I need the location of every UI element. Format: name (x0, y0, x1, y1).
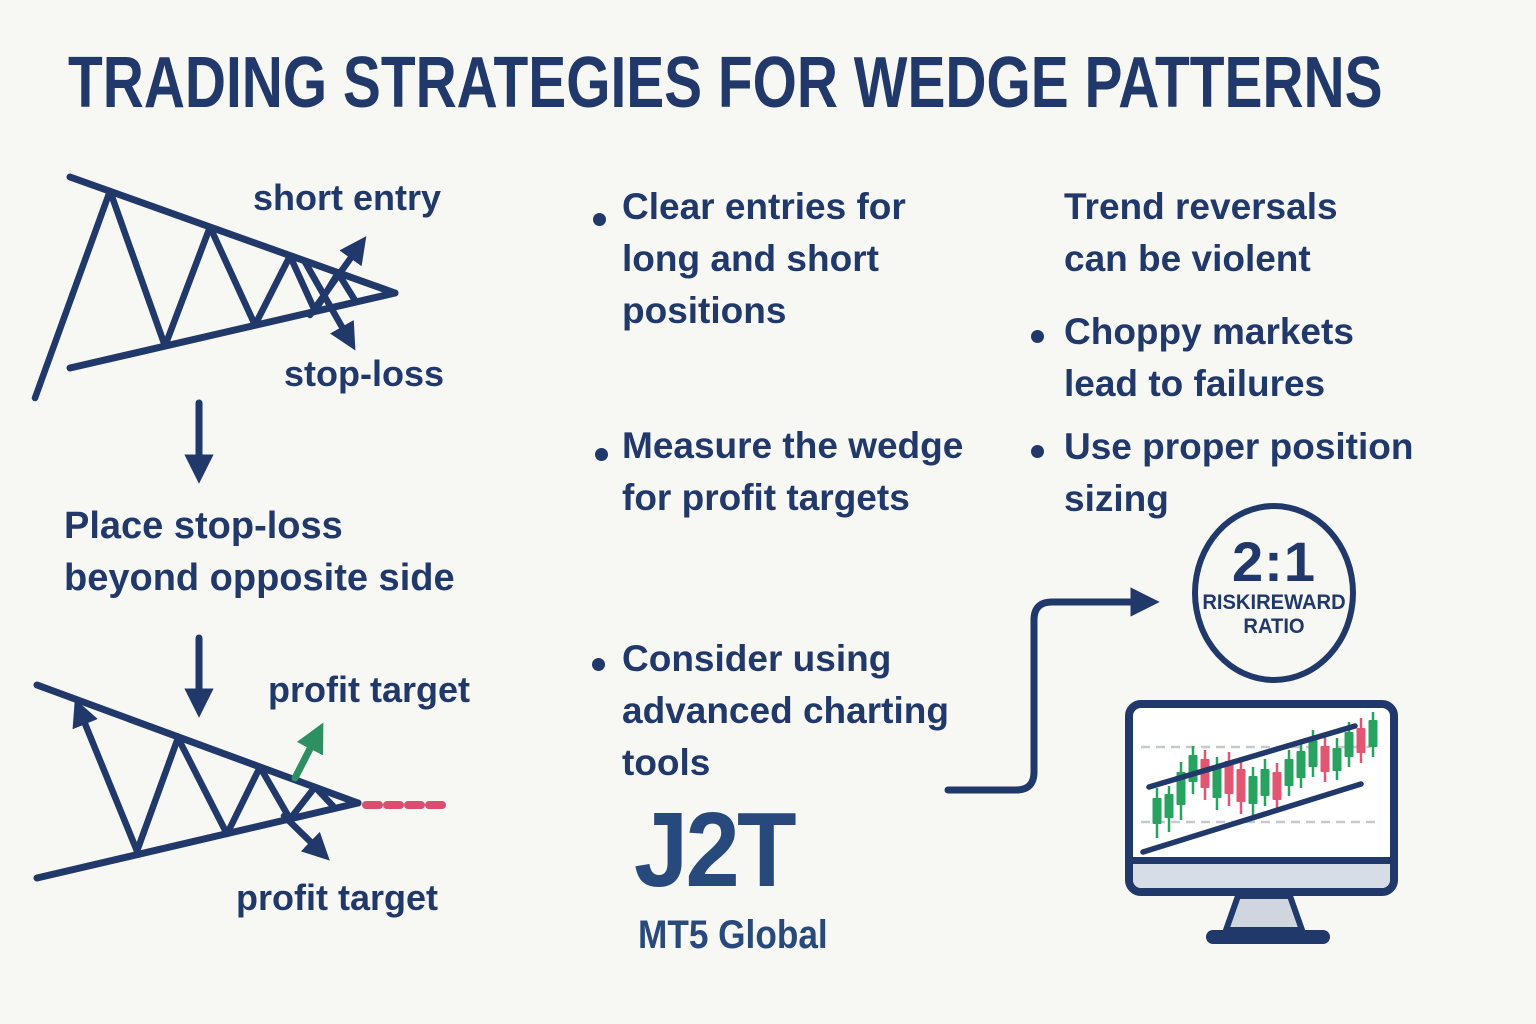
stop-loss-arrow (301, 258, 356, 351)
risk-reward-badge: 2:1 RISKIREWARD RATIO (1192, 503, 1356, 683)
item-choppy-markets: Choppy markets lead to failures (1064, 306, 1354, 410)
step-note-line1: Place stop-loss (64, 505, 343, 547)
profit-target-down-arrow (280, 812, 330, 861)
candle-body (1320, 746, 1330, 772)
candle-body (1260, 769, 1270, 796)
bullet-line: Clear entries for (622, 186, 906, 227)
step-note: Place stop-loss beyond opposite side (64, 500, 455, 604)
bullet-line: Measure the wedge (622, 425, 964, 466)
item-line: Choppy markets (1064, 311, 1354, 352)
wedge1-lower-trendline (66, 289, 399, 372)
stop-loss-label: stop-loss (284, 353, 445, 394)
bullet-dot (1031, 445, 1044, 458)
item-line: Use proper position (1064, 426, 1414, 467)
candle-body (1164, 794, 1174, 818)
item-line: can be violent (1064, 238, 1311, 279)
risk-reward-label-line2: RATIO (1243, 615, 1305, 638)
connector-arrow (944, 587, 1160, 794)
falling-wedge-short-diagram (31, 173, 399, 402)
bullet-line: long and short (622, 238, 879, 279)
candle-body (1152, 798, 1162, 824)
candle-body (1344, 732, 1354, 757)
candle-body (1356, 728, 1366, 753)
monitor-base (1206, 930, 1330, 944)
short-entry-arrow (306, 236, 367, 319)
bullet-line: tools (622, 742, 711, 783)
candle-body (1308, 740, 1318, 767)
bullet-dot (1031, 330, 1044, 343)
short-entry-label: short entry (253, 177, 442, 218)
candles-group (1152, 712, 1378, 838)
candle-body (1212, 767, 1222, 798)
profit-target-bottom-label: profit target (236, 877, 438, 918)
item-line: sizing (1064, 478, 1169, 519)
candle-body (1368, 720, 1378, 747)
bullet-item-clear-entries: Clear entries for long and short positio… (622, 181, 906, 337)
item-position-sizing: Use proper position sizing (1064, 421, 1413, 525)
risk-reward-ratio: 2:1 (1232, 530, 1316, 593)
item-line: Trend reversals (1064, 186, 1338, 227)
j2t-logo: J2T (634, 791, 797, 909)
profit-target-top-label: profit target (268, 669, 470, 710)
bullet-line: positions (622, 290, 787, 331)
profit-target-up-arrow (291, 722, 324, 782)
bullet-item-charting-tools: Consider using advanced charting tools (622, 633, 949, 789)
bullet-dot (595, 448, 608, 461)
bullet-dot (593, 213, 606, 226)
candle-body (1248, 776, 1258, 804)
monitor (1125, 700, 1398, 896)
bullet-dot (592, 658, 605, 671)
monitor-bezel (1133, 857, 1390, 888)
item-trend-reversals: Trend reversals can be violent (1064, 181, 1338, 285)
candle-body (1284, 759, 1294, 786)
item-line: lead to failures (1064, 363, 1326, 404)
wedge2-entry-arrow (72, 698, 141, 855)
bullet-line: for profit targets (622, 477, 910, 518)
candle-body (1296, 751, 1306, 778)
screen-chart (1140, 712, 1379, 855)
bullet-item-measure-wedge: Measure the wedge for profit targets (622, 420, 963, 524)
candle-body (1224, 761, 1234, 794)
candle-body (1332, 748, 1342, 771)
channel-lower-line (1140, 781, 1364, 855)
j2t-logo-subtitle: MT5 Global (638, 913, 828, 957)
page-title: TRADING STRATEGIES FOR WEDGE PATTERNS (68, 43, 1383, 123)
falling-wedge-target-diagram (33, 681, 454, 882)
channel-upper-line (1146, 723, 1358, 790)
bullet-line: advanced charting (622, 690, 949, 731)
step-note-line2: beyond opposite side (64, 557, 455, 599)
candle-body (1236, 769, 1246, 802)
monitor-stand (1223, 893, 1305, 933)
candle-body (1200, 759, 1210, 788)
bullet-line: Consider using (622, 638, 892, 679)
wedge2-price-zigzag (133, 734, 337, 855)
candle-body (1272, 772, 1282, 800)
risk-reward-label-line1: RISKIREWARD (1202, 591, 1346, 614)
candle-body (1188, 755, 1198, 782)
wedge2-lower-trendline (33, 799, 362, 882)
